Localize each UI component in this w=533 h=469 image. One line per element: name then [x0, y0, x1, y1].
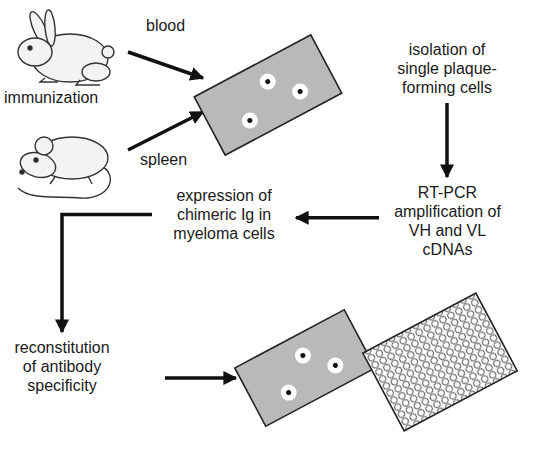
flow-arrow [165, 376, 236, 380]
step-text: RT-PCR amplification of VH and VL cDNAs [385, 183, 510, 259]
step-text: reconstitution of antibody specificity [6, 338, 118, 395]
flow-arrow [128, 112, 203, 150]
flow-label: blood [146, 16, 185, 35]
plaque-slide [194, 35, 342, 155]
plaque-slide [235, 310, 375, 426]
mouse [18, 137, 111, 198]
rabbit [18, 9, 114, 85]
step-text-box: expression of chimeric Ig in myeloma cel… [158, 186, 290, 243]
step-text-box: reconstitution of antibody specificity [6, 338, 118, 395]
step-text-box: isolation of single plaque-forming cells [388, 40, 506, 97]
flow-arrow [62, 215, 152, 333]
flow-arrow [296, 216, 379, 220]
well-plate [363, 293, 517, 431]
flow-label: immunization [4, 88, 98, 107]
step-text: expression of chimeric Ig in myeloma cel… [158, 186, 290, 243]
step-text-box: RT-PCR amplification of VH and VL cDNAs [385, 183, 510, 259]
flow-label: spleen [140, 150, 187, 169]
flow-arrow [128, 52, 203, 78]
flow-arrow [445, 103, 449, 177]
step-text: isolation of single plaque-forming cells [388, 40, 506, 97]
